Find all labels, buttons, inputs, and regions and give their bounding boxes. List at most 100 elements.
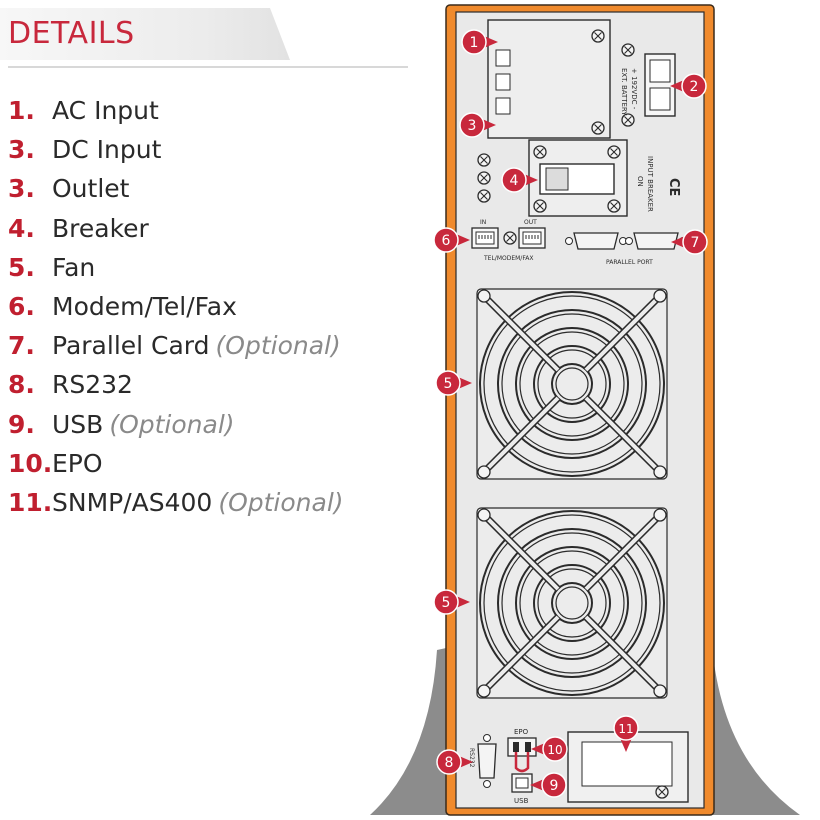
rs232-label: RS232 — [468, 748, 475, 768]
callout-badge — [436, 749, 462, 775]
dc-input-socket — [649, 87, 671, 111]
callout-pointer — [458, 377, 472, 389]
callout-pointer — [459, 756, 473, 768]
legend-label: DC Input — [52, 135, 162, 165]
usb-label: USB — [514, 797, 529, 805]
callout-rs232: 8 — [436, 749, 473, 775]
callout-number: 3 — [468, 118, 477, 134]
screw-icon — [591, 29, 605, 43]
callout-modem: 6 — [433, 227, 470, 253]
callout-number: 6 — [442, 233, 451, 249]
callout-pointer — [531, 743, 545, 755]
fan-icon — [477, 289, 667, 479]
legend-item-modem: 6.Modem/Tel/Fax — [8, 290, 428, 329]
input-breaker-label: INPUT BREAKER — [646, 156, 654, 212]
legend-label: Modem/Tel/Fax — [52, 291, 237, 321]
ext-battery-voltage: + 192VDC - — [630, 68, 638, 110]
ups-stand — [370, 645, 460, 815]
legend-optional-note: (Optional) — [218, 487, 344, 517]
tel-modem-fax-label: TEL/MODEM/FAX — [483, 255, 533, 262]
callout-pointer — [670, 80, 684, 92]
callout-pointer — [524, 174, 538, 186]
legend-item-rs232: 8.RS232 — [8, 368, 428, 407]
callout-number: 9 — [550, 778, 559, 794]
fan-icon — [477, 508, 667, 698]
callout-number: 5 — [444, 376, 453, 392]
callout-layer: 1 2 3 4 5 5 6 7 8 9 10 11 — [433, 29, 708, 798]
header-band — [0, 8, 290, 60]
screw-icon — [655, 785, 669, 799]
screw-icon — [533, 145, 547, 159]
legend-item-dc-input: 3. DC Input — [8, 133, 428, 172]
callout-badge — [613, 715, 639, 741]
legend-item-ac-input: 1.AC Input — [8, 94, 428, 133]
legend-optional-note: (Optional) — [109, 409, 235, 439]
parallel-port — [573, 232, 619, 250]
screw-icon — [477, 153, 491, 167]
legend-label: Outlet — [52, 174, 130, 204]
legend-number: 8. — [8, 370, 35, 400]
legend-label: Breaker — [52, 213, 149, 243]
legend-label: EPO — [52, 448, 103, 478]
legend-number: 5. — [8, 252, 35, 282]
parallel-port-label: PARALLEL PORT — [606, 259, 653, 266]
callout-number: 8 — [445, 755, 454, 771]
legend-item-epo: 10.EPO — [8, 447, 428, 486]
screw-icon — [621, 43, 635, 57]
callout-fan-top: 5 — [435, 370, 472, 396]
callout-ac-input: 1 — [461, 29, 498, 55]
ext-battery-label: EXT. BATTERY — [620, 68, 628, 116]
legend-item-outlet: 3. Outlet — [8, 172, 428, 211]
callout-badge — [682, 229, 708, 255]
page-title: DETAILS — [8, 16, 135, 51]
legend-number: 3. — [8, 135, 35, 165]
modem-in-port — [471, 227, 499, 249]
epo-pin — [513, 742, 519, 752]
usb-socket — [515, 777, 529, 789]
legend-item-snmp: 11.SNMP/AS400(Optional) — [8, 486, 428, 525]
callout-badge — [501, 167, 527, 193]
screw-icon — [483, 734, 491, 742]
callout-number: 7 — [691, 235, 700, 251]
callout-pointer — [482, 119, 496, 131]
callout-pointer — [456, 234, 470, 246]
callout-pointer — [484, 36, 498, 48]
screw-icon — [503, 231, 517, 245]
out-label: OUT — [524, 219, 537, 226]
ce-mark: CE — [666, 178, 681, 196]
legend-label: USB — [52, 409, 104, 439]
legend-list: 1.AC Input 3. DC Input 3. Outlet 4.Breaker… — [8, 94, 428, 525]
callout-epo: 10 — [531, 736, 568, 762]
callout-number: 10 — [547, 743, 562, 757]
callout-number: 11 — [618, 722, 633, 736]
legend-item-breaker: 4.Breaker — [8, 212, 428, 251]
screw-icon — [565, 237, 573, 245]
callout-pointer — [671, 236, 685, 248]
callout-badge — [435, 370, 461, 396]
callout-badge — [433, 589, 459, 615]
callout-fan-bottom: 5 — [433, 589, 470, 615]
legend-number: 10. — [8, 448, 53, 478]
screw-icon — [607, 199, 621, 213]
screw-icon — [625, 237, 633, 245]
legend-item-parallel-card: 7.Parallel Card(Optional) — [8, 329, 428, 368]
callout-badge — [433, 227, 459, 253]
callout-number: 4 — [510, 173, 519, 189]
legend-label: Fan — [52, 252, 96, 282]
legend-number: 3. — [8, 174, 35, 204]
screw-icon — [607, 145, 621, 159]
in-label: IN — [480, 219, 486, 226]
legend-label: Parallel Card — [52, 331, 210, 361]
callout-dc-input: 2 — [670, 73, 707, 99]
callout-badge — [681, 73, 707, 99]
callout-parallel: 7 — [671, 229, 708, 255]
on-label: ON — [636, 176, 644, 187]
legend-item-usb: 9.USB(Optional) — [8, 408, 428, 447]
ground-icon — [477, 171, 491, 185]
epo-pin — [525, 742, 531, 752]
callout-number: 2 — [690, 79, 699, 95]
legend-number: 11. — [8, 487, 53, 517]
epo-connector — [507, 737, 537, 757]
screw-icon — [533, 199, 547, 213]
